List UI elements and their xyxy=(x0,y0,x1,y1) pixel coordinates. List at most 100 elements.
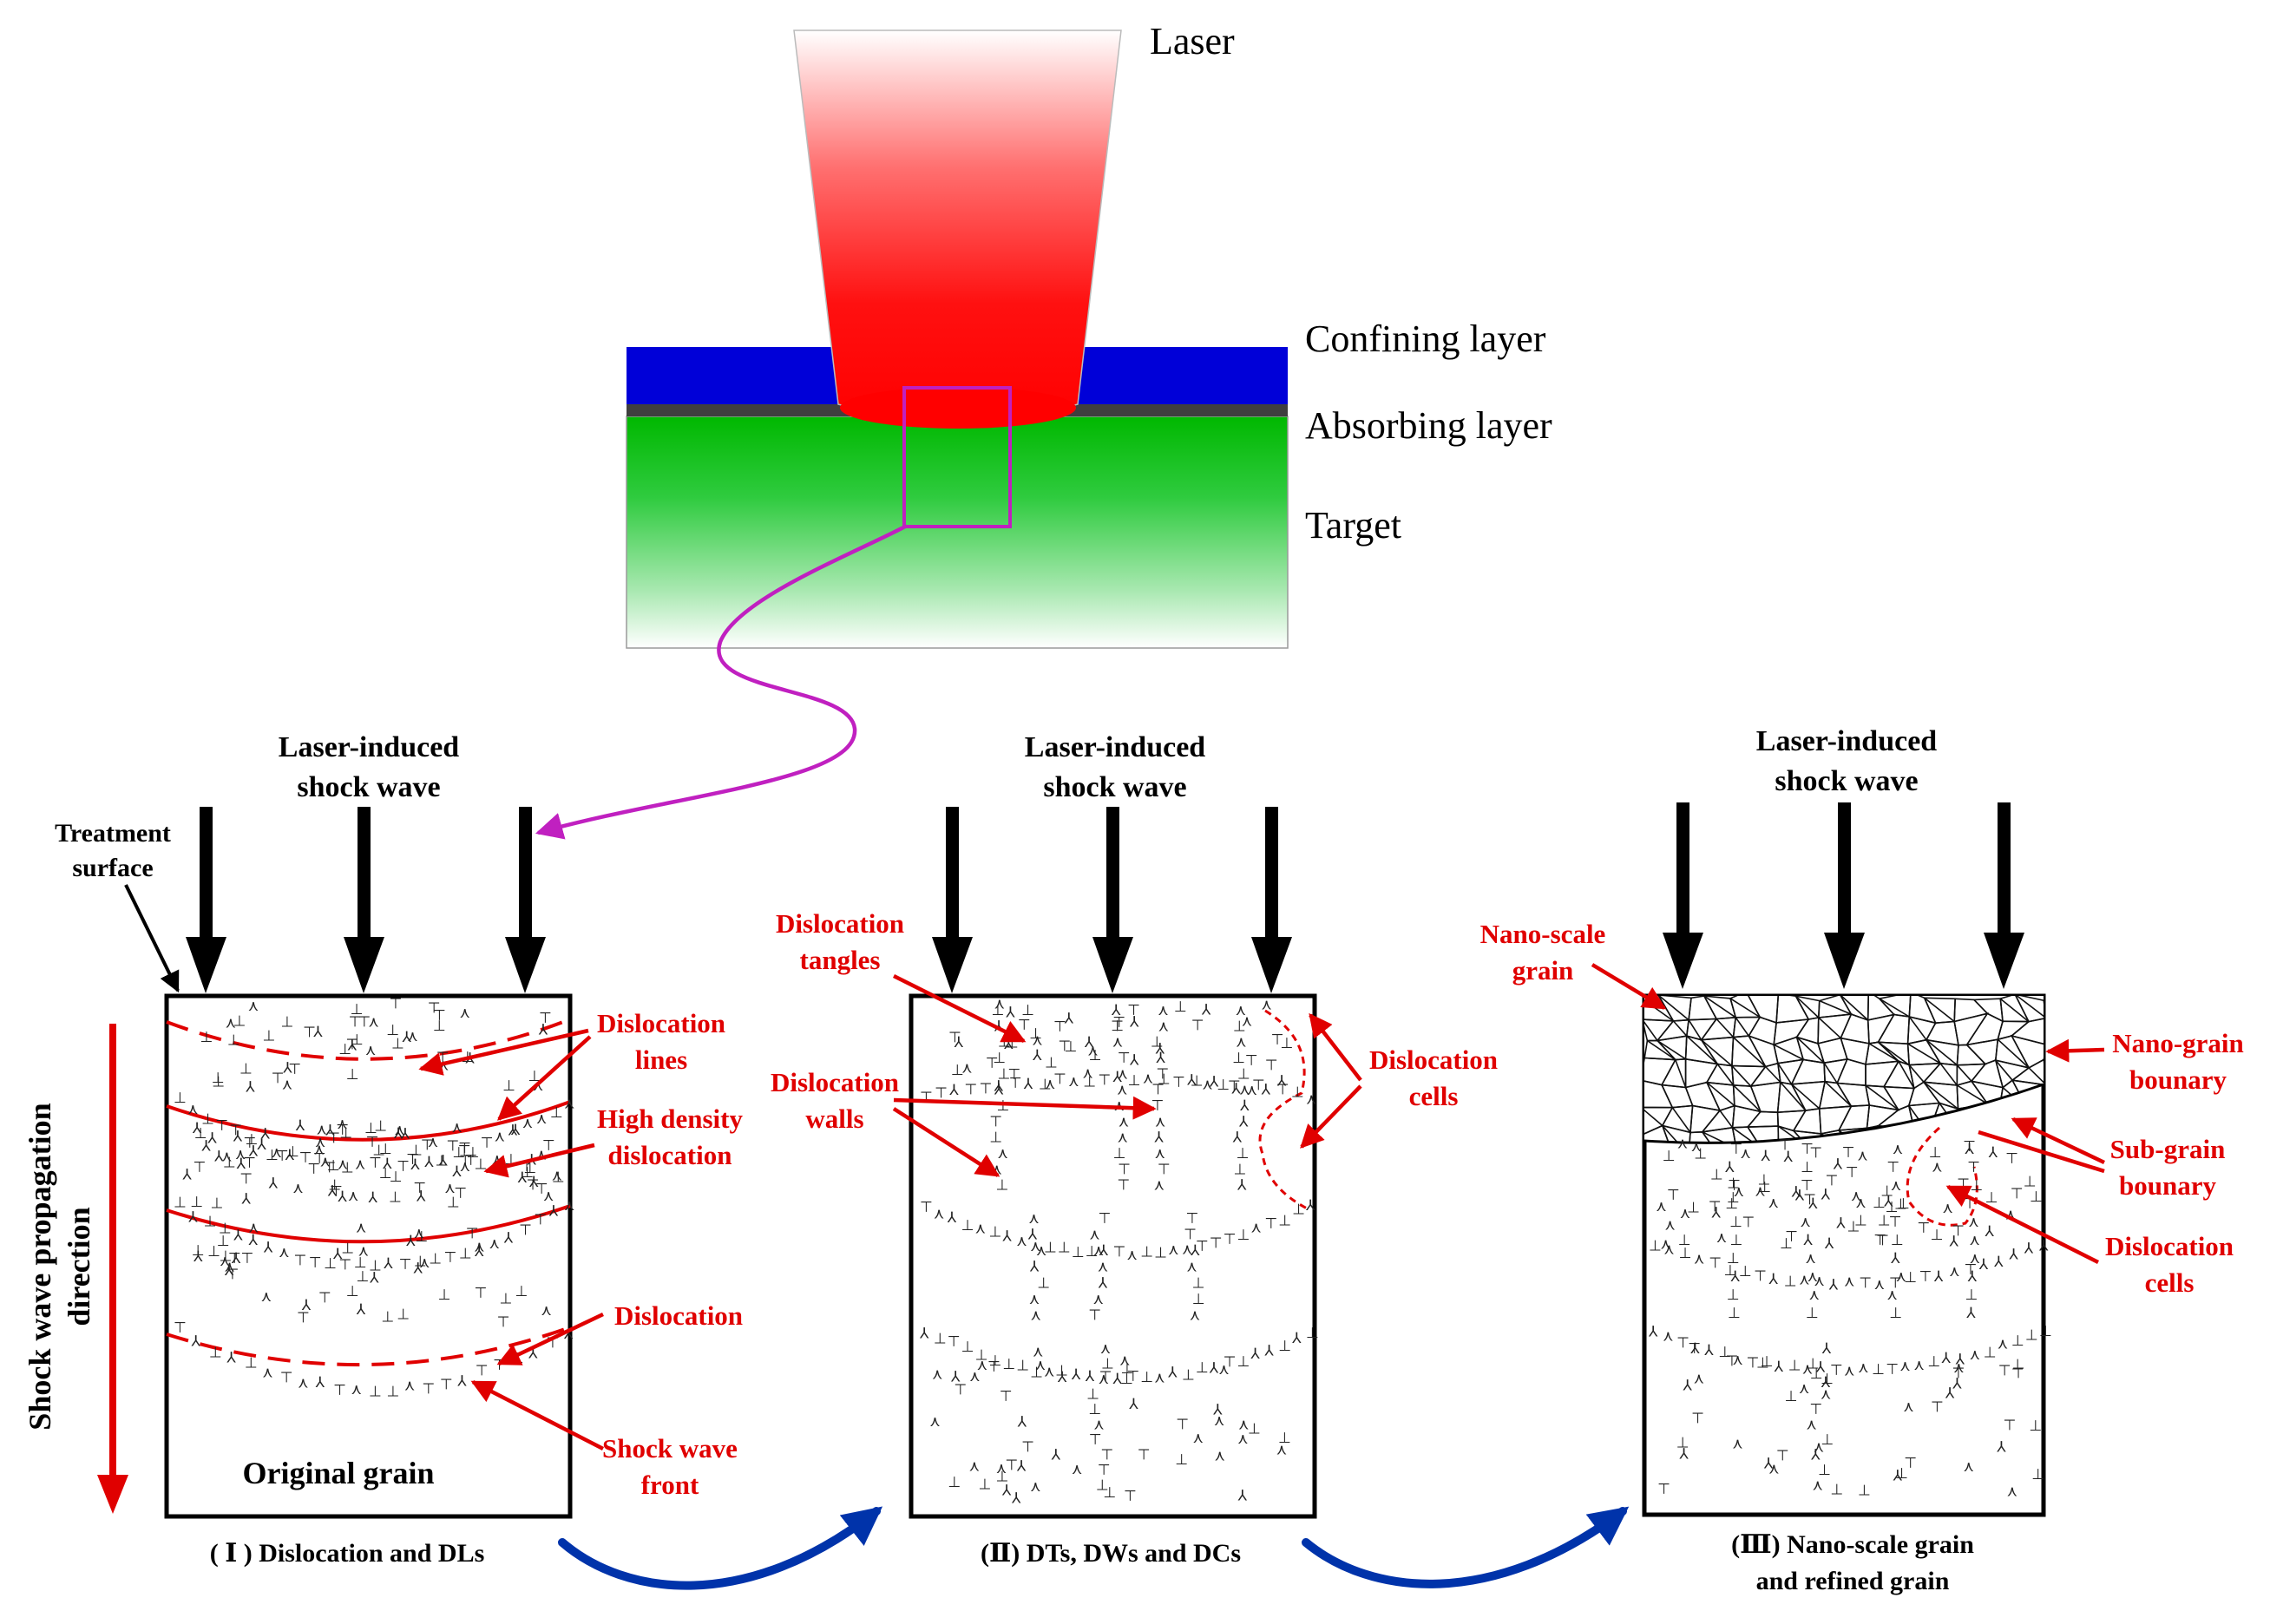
dislocation-symbol: ⊥ xyxy=(379,1141,392,1158)
dislocation-symbol: ⊤ xyxy=(920,1199,933,1216)
dislocation-symbol: ⅄ xyxy=(456,1372,467,1390)
dislocation-symbol: ⊥ xyxy=(998,1065,1011,1083)
nano-grain-edge xyxy=(1780,1081,1807,1111)
nano-boundary-label-1: Nano-grain xyxy=(2112,1028,2244,1058)
dislocation-symbol: ⅄ xyxy=(1978,1256,1989,1274)
dislocation-symbol: ⊤ xyxy=(1776,1448,1789,1465)
dislocation-symbol: ⋏ xyxy=(414,1225,424,1242)
dislocation-symbol: ⊥ xyxy=(1234,1161,1247,1178)
panel-1-caption: ( Ⅰ ) Dislocation and DLs xyxy=(210,1539,485,1568)
dislocation-symbol: ⊥ xyxy=(550,1104,563,1122)
dislocation-symbol: ⊤ xyxy=(428,1000,441,1018)
nano-grain-edge xyxy=(1644,1106,1663,1127)
dislocation-symbol: ⅄ xyxy=(423,1154,434,1171)
nano-grain-edge xyxy=(2014,996,2044,1019)
propagation-arrow-head xyxy=(97,1475,128,1514)
dislocation-symbol: ⋏ xyxy=(489,1235,499,1253)
dislocation-symbol: ⋏ xyxy=(1035,1357,1046,1374)
dislocation-symbol: ⋏ xyxy=(1028,1210,1039,1228)
cells-label-1: Dislocation xyxy=(1369,1044,1498,1075)
dislocation-symbol: ⊤ xyxy=(1691,1410,1704,1427)
dislocation-symbol: ⅄ xyxy=(260,1126,271,1143)
dislocation-symbol: ⊥ xyxy=(1821,1431,1834,1449)
dislocation-symbol: ⊤ xyxy=(366,1134,379,1151)
dislocation-symbol: ⊥ xyxy=(212,1074,225,1091)
dislocation-symbol: ⊥ xyxy=(328,1176,341,1194)
dislocation-symbol: ⋏ xyxy=(292,1180,303,1197)
dislocation-symbol: ⋏ xyxy=(994,996,1005,1013)
dislocation-symbol: ⋏ xyxy=(564,1096,574,1113)
original-grain-label: Original grain xyxy=(242,1456,434,1490)
dislocation-symbol: ⅄ xyxy=(1768,1271,1778,1288)
dislocation-symbol: ⊤ xyxy=(174,1320,187,1337)
dislocation-symbol: ⊤ xyxy=(1021,1439,1034,1457)
dislocation-symbol: ⋏ xyxy=(262,1365,272,1382)
dislocation-symbol: ⊤ xyxy=(433,1007,446,1025)
dislocation-symbol: ⋏ xyxy=(1072,1461,1082,1478)
dislocation-symbol: ⋏ xyxy=(1942,1200,1952,1217)
treatment-surface-pointer xyxy=(124,884,180,993)
panel-2: Laser-induced shock wave ⋏⊤⊥⊤⅄⋏⊥⋏⅄⅄⊤⋏⊤⅄⊥… xyxy=(771,731,1498,1568)
dislocation-symbol: ⊤ xyxy=(1276,1082,1289,1099)
dislocation-symbol: ⅄ xyxy=(327,1182,338,1200)
dislocation-symbol: ⊥ xyxy=(552,1169,565,1187)
dislocation-symbol: ⊥ xyxy=(192,1242,205,1260)
dislocation-symbol: ⅄ xyxy=(233,1227,243,1244)
dislocation-symbol: ⊥ xyxy=(1676,1435,1689,1452)
dislocation-symbol: ⋏ xyxy=(320,1153,331,1170)
dislocation-symbol: ⊥ xyxy=(1984,1345,1997,1362)
dislocation-symbol: ⅄ xyxy=(282,1060,292,1077)
nano-grain-edge xyxy=(1675,1059,1687,1088)
dislocation-symbol: ⋏ xyxy=(1903,1398,1913,1416)
dislocation-symbol: ⋏ xyxy=(1913,1357,1924,1374)
dislocation-symbol: ⋏ xyxy=(1716,1229,1727,1247)
dislocation-symbol: ⊥ xyxy=(1192,1274,1205,1292)
dislocation-symbol: ⋏ xyxy=(1030,1238,1040,1255)
dislocation-symbol: ⅄ xyxy=(1964,1141,1974,1158)
dislocation-symbol: ⊥ xyxy=(414,1254,427,1271)
dislocation-symbol: ⋏ xyxy=(1093,1417,1104,1434)
dislocation-symbol: ⋏ xyxy=(1186,1259,1197,1276)
dislocation-symbol: ⊥ xyxy=(1140,1244,1153,1261)
dislocation-symbol: ⅄ xyxy=(1821,1340,1832,1358)
dislocation-symbol: ⋏ xyxy=(358,1243,369,1261)
dislocation-symbol: ⊤ xyxy=(1098,1462,1111,1479)
dislocation-symbol: ⊥ xyxy=(459,1246,472,1263)
dislocation-symbol: ⋏ xyxy=(1238,1417,1249,1434)
dislocation-symbol: ⊤ xyxy=(476,1363,489,1380)
nano-grain-edge xyxy=(1939,1063,1958,1086)
dislocation-symbol: ⊤ xyxy=(1876,1232,1889,1249)
dislocation-symbol: ⊥ xyxy=(1727,1250,1740,1267)
nano-grain-edge xyxy=(1997,1038,2030,1069)
dislocation-symbol: ⅄ xyxy=(1016,1457,1027,1475)
nano-grain-edge xyxy=(1956,1064,1972,1082)
dislocation-symbol: ⋏ xyxy=(934,1206,944,1223)
dislocation-symbol: ⅄ xyxy=(1996,1439,2006,1457)
nano-grain-edge xyxy=(1732,1037,1767,1068)
dislocation-symbol: ⅄ xyxy=(1263,1342,1274,1359)
dislocation-symbol: ⊥ xyxy=(1278,1430,1291,1447)
dislocation-symbol: ⊥ xyxy=(1821,1371,1834,1388)
dislocation-symbol: ⋏ xyxy=(536,1110,547,1128)
dislocation-symbol: ⋏ xyxy=(1068,1073,1079,1090)
dislocation-symbol: ⊥ xyxy=(1965,1287,1978,1304)
dislocation-symbol: ⊤ xyxy=(1117,1177,1130,1195)
dislocation-symbol: ⅄ xyxy=(1005,1004,1015,1021)
dislocation-symbol: ⊤ xyxy=(1053,1018,1066,1036)
nano-grain-edge xyxy=(1657,1039,1687,1060)
sub-grain-label-2: bounary xyxy=(2119,1170,2216,1201)
dislocation-symbol: ⋏ xyxy=(394,1122,404,1139)
dislocation-symbol: ⊥ xyxy=(1678,1232,1691,1249)
dislocation-symbol: ⅄ xyxy=(193,1248,203,1266)
dislocation-symbol: ⋏ xyxy=(1677,1136,1688,1153)
dislocation-symbol: ⋏ xyxy=(1099,1371,1109,1388)
propagation-axis: Shock wave propagation direction xyxy=(23,1024,128,1514)
nano-grain-cell xyxy=(1688,1130,1716,1143)
dislocation-symbol: ⊤ xyxy=(1124,1488,1137,1505)
dislocation-symbol: ⊥ xyxy=(988,1352,1001,1370)
dislocation-symbol: ⅄ xyxy=(369,1270,379,1287)
dislocation-symbol: ⊥ xyxy=(346,1066,359,1084)
dislocation-symbol: ⅄ xyxy=(401,1029,411,1046)
dislocation-symbol: ⊥ xyxy=(1970,1177,1983,1195)
dislocation-symbol: ⅄ xyxy=(1112,1371,1123,1388)
